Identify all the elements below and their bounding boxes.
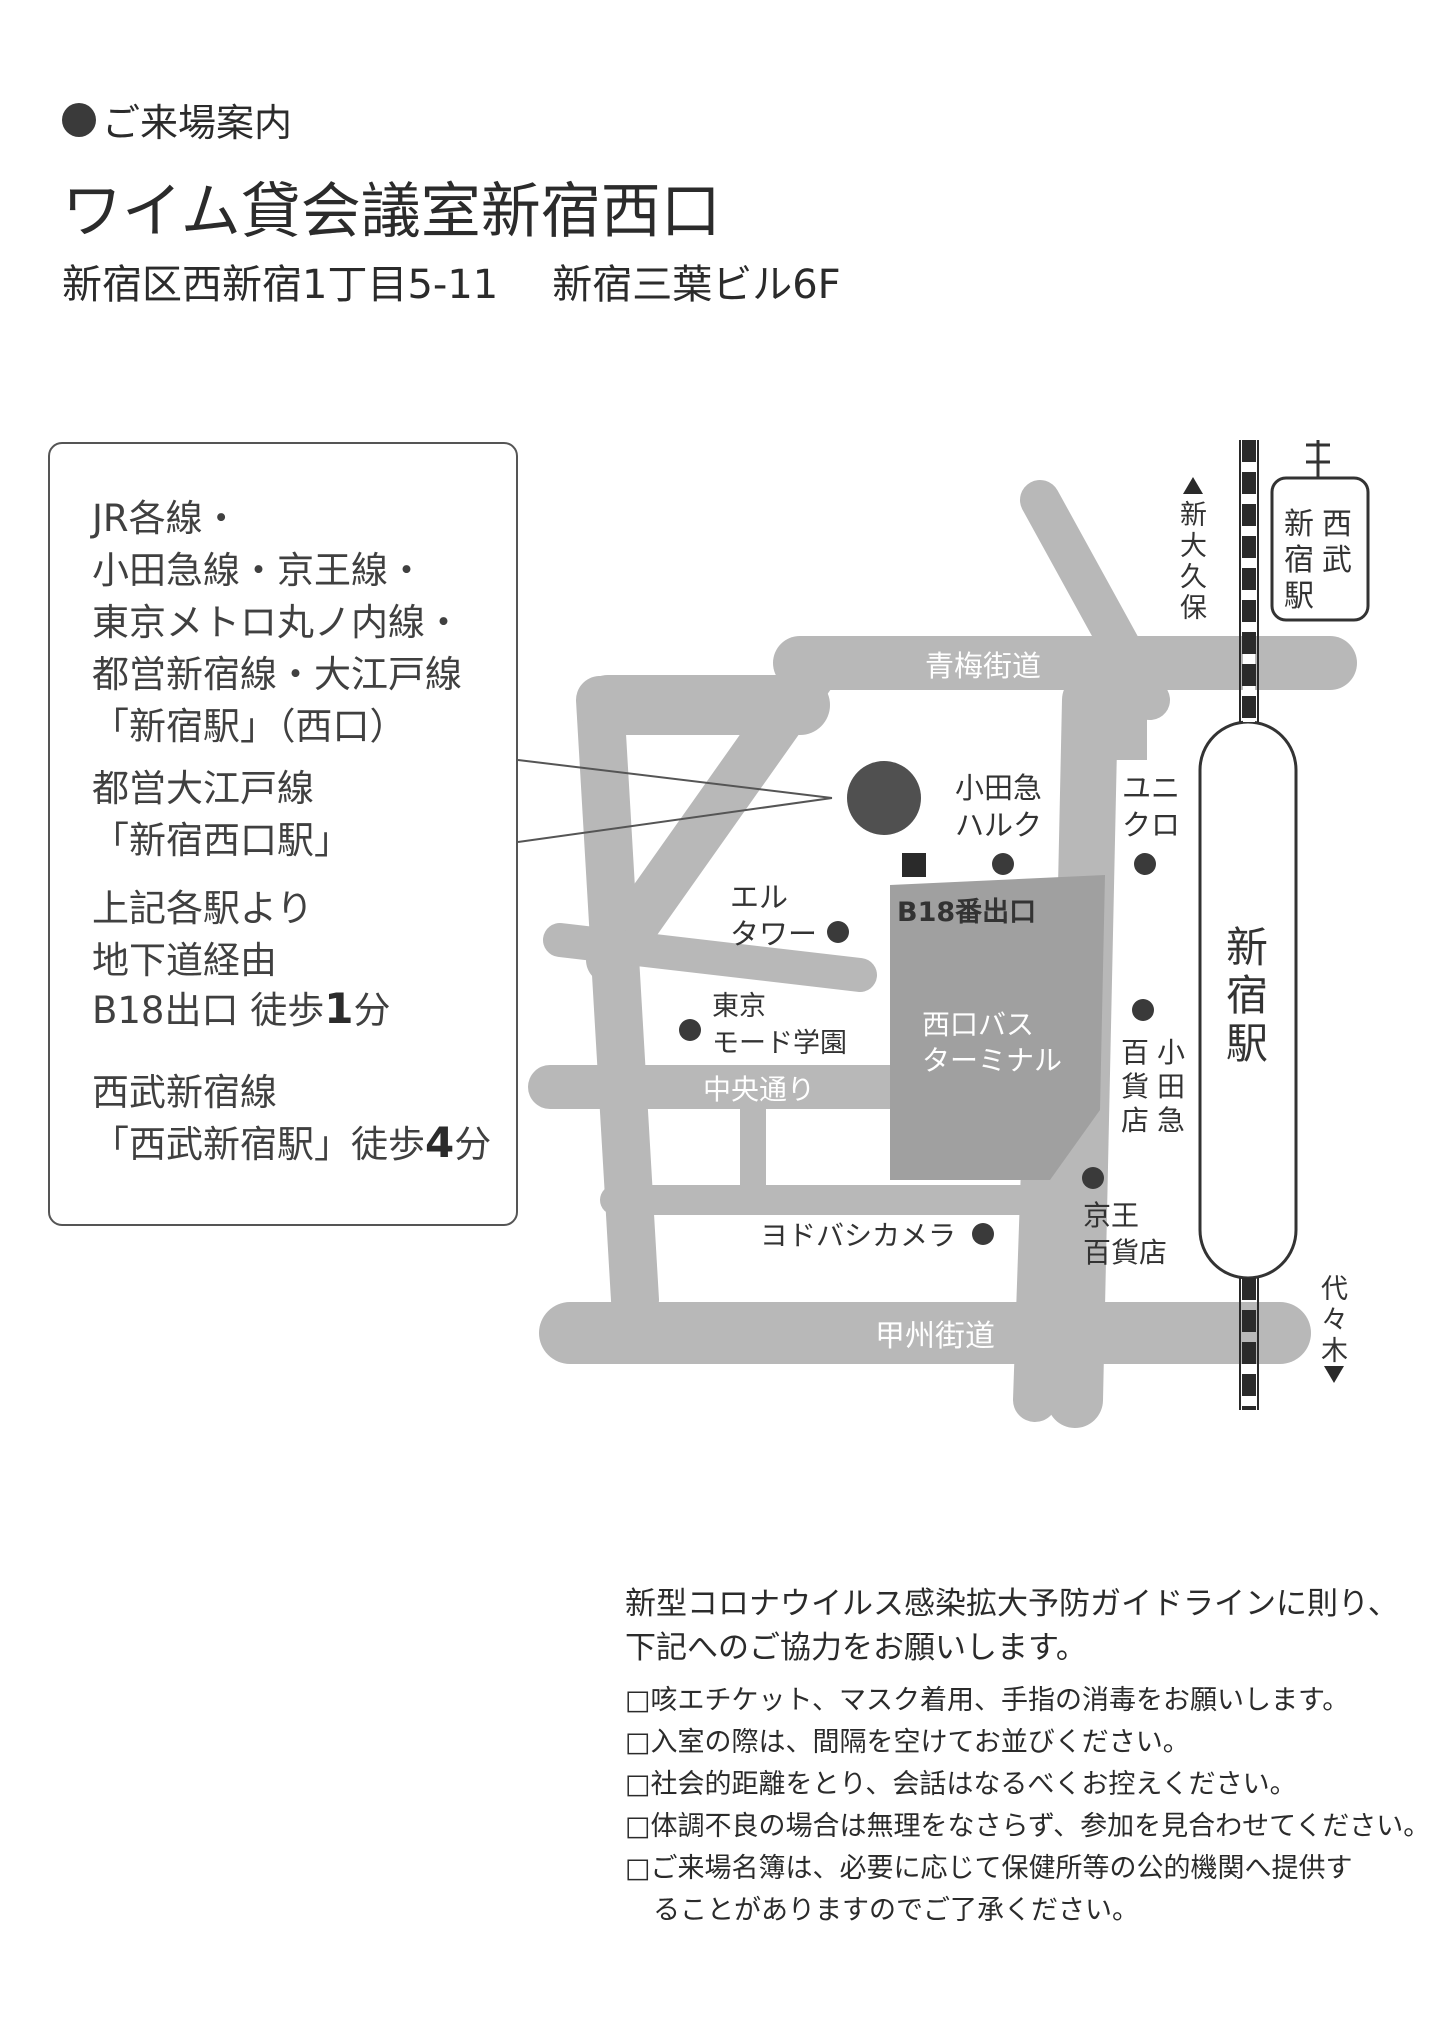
access-line: 上記各駅より [92,887,314,930]
notice-item-continuation: ることがありますのでご了承ください。 [653,1895,1139,1926]
access-line-seibu: 西武新宿線 [92,1071,277,1114]
callout-pointer-bottom [517,797,833,843]
seibu-station-box [1270,476,1370,622]
road-label-ome: 青梅街道 [925,649,1041,683]
label-odakyu-dept-odakyu-3: 急 [1157,1104,1185,1137]
covid-notice: 新型コロナウイルス感染拡大予防ガイドラインに則り、 下記へのご協力をお願いします… [625,1582,1431,1932]
road-el-tower [543,923,877,992]
access-line: 「新宿西口駅」 [92,819,351,862]
notice-item: □咳エチケット、マスク着用、手指の消毒をお願いします。 [625,1685,1350,1716]
notice-item: □社会的距離をとり、会話はなるべくお控えください。 [625,1769,1297,1800]
yodobashi-marker-icon [972,1223,994,1245]
access-line: 都営大江戸線 [92,767,314,810]
access-info-box: JR各線・ 小田急線・京王線・ 東京メトロ丸ノ内線・ 都営新宿線・大江戸線 「新… [48,442,518,1226]
exit-b18-marker-icon [902,853,926,877]
road-label-koshu: 甲州街道 [875,1319,995,1354]
label-shinjuku-station-1: 新 [1226,923,1268,972]
walk-b18-minutes: 1 [324,984,354,1033]
label-odakyu-halc-1: 小田急 [955,771,1042,805]
el-tower-marker-icon [827,921,849,943]
label-seibu-shinjuku-2: 宿 [1284,543,1314,578]
section-heading: ご来場案内 [62,92,292,147]
label-seibu-2: 武 [1322,543,1352,578]
label-shin-okubo-4: 保 [1180,593,1207,624]
venue-title: ワイム貸会議室新宿西口 [62,177,721,247]
label-odakyu-dept-store-3: 店 [1121,1104,1149,1137]
notice-item: □体調不良の場合は無理をなさらず、参加を見合わせてください。 [625,1811,1431,1842]
label-odakyu-dept-odakyu-1: 小 [1157,1036,1185,1069]
access-line: JR各線・ [92,497,240,540]
label-keio-dept-2: 百貨店 [1083,1236,1167,1269]
label-seibu-1: 西 [1322,507,1352,542]
access-line: 「新宿駅」（西口） [92,705,407,748]
label-yoyogi-1: 代 [1321,1274,1348,1305]
keio-dept-marker-icon [1082,1167,1104,1189]
label-odakyu-dept-store-2: 貨 [1121,1070,1149,1103]
odakyu-halc-marker-icon [992,853,1014,875]
label-odakyu-halc-2: ハルク [955,808,1042,842]
label-bus-terminal-1: 西口バス [922,1008,1034,1041]
railway [1239,440,1330,1410]
road-label-chuo: 中央通り [703,1073,815,1106]
label-yoyogi-3: 木 [1321,1336,1348,1367]
label-uniqlo-2: クロ [1122,808,1180,842]
label-shinjuku-station-2: 宿 [1226,971,1268,1020]
venue-marker-icon [847,761,921,835]
label-seibu-shinjuku-1: 新 [1284,507,1314,542]
label-mode-gakuen-1: 東京 [712,991,766,1022]
walk-b18-text: B18出口 徒歩 [92,989,325,1032]
section-heading-text: ご来場案内 [102,101,293,145]
arrow-up-icon [1183,477,1203,494]
label-odakyu-dept-odakyu-2: 田 [1157,1070,1185,1103]
venue-address: 新宿区西新宿1丁目5-11 新宿三葉ビル6F [62,252,841,310]
label-el-tower-1: エル [730,880,788,914]
notice-item: □ご来場名簿は、必要に応じて保健所等の公的機関へ提供す [625,1853,1353,1884]
bus-terminal-area [890,875,1105,1180]
uniqlo-marker-icon [1134,853,1156,875]
access-line: 小田急線・京王線・ [92,549,425,592]
address-text: 新宿区西新宿1丁目5-11 [62,262,499,308]
label-shin-okubo-2: 大 [1180,531,1207,562]
notice-intro-1: 新型コロナウイルス感染拡大予防ガイドラインに則り、 [625,1586,1399,1622]
label-odakyu-dept-store-1: 百 [1121,1036,1149,1069]
label-keio-dept-1: 京王 [1083,1199,1139,1232]
label-yodobashi: ヨドバシカメラ [760,1219,956,1252]
arrow-down-icon [1324,1366,1344,1383]
odakyu-dept-marker-icon [1132,999,1154,1021]
label-shin-okubo-1: 新 [1180,500,1207,531]
callout-pointer-top [517,759,833,799]
walk-seibu-minutes: 4 [425,1118,455,1167]
notice-item: □入室の際は、間隔を空けてお並びください。 [625,1727,1190,1758]
walk-seibu-text: 「西武新宿駅」徒歩 [92,1123,425,1166]
mode-gakuen-marker-icon [679,1019,701,1041]
walk-seibu-unit: 分 [454,1123,492,1166]
label-bus-terminal-2: ターミナル [922,1044,1062,1077]
walk-b18-unit: 分 [353,989,391,1032]
access-line: 東京メトロ丸ノ内線・ [92,601,462,644]
label-shin-okubo-3: 久 [1180,562,1207,593]
access-walk-b18: B18出口 徒歩1分 [92,980,390,1034]
access-line: 地下道経由 [92,939,277,982]
bullet-dot-icon [62,102,96,137]
label-shinjuku-station-3: 駅 [1226,1019,1268,1068]
label-exit-b18: B18番出口 [897,897,1036,928]
label-mode-gakuen-2: モード学園 [712,1028,847,1059]
building-text: 新宿三葉ビル6F [552,262,841,308]
label-uniqlo-1: ユニ [1122,771,1180,805]
label-seibu-shinjuku-3: 駅 [1284,579,1314,614]
label-el-tower-2: タワー [730,917,817,951]
notice-intro-2: 下記へのご協力をお願いします。 [625,1630,1087,1666]
access-walk-seibu: 「西武新宿駅」徒歩4分 [92,1114,491,1168]
access-line: 都営新宿線・大江戸線 [92,653,462,696]
label-yoyogi-2: 々 [1321,1305,1348,1336]
